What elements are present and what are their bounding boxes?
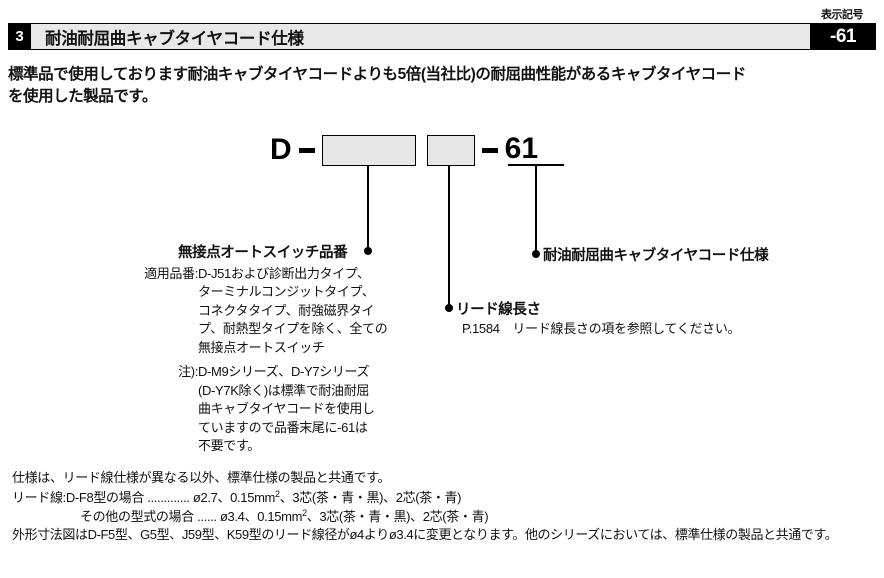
footer-lead-row-2-tail: 、3芯(茶・青・黒)、2芯(茶・青) (306, 509, 489, 524)
callout-switch-part-title: 無接点オートスイッチ品番 (178, 245, 348, 261)
suffix-underline (508, 164, 564, 166)
part-number-diagram: D 61 (270, 129, 538, 171)
footer-last-line: 外形寸法図はD-F5型、G5型、J59型、K59型のリード線径がø4よりø3.4… (12, 527, 838, 542)
spec-body-applicable: D-J51および診断出力タイプ、 ターミナルコンジットタイプ、 コネクタタイプ、… (198, 265, 397, 357)
spec-label-applicable: 適用品番: (144, 266, 198, 281)
footer-unit-sup-1: 2 (275, 488, 280, 499)
footer-lead-row-1-tail: 、3芯(茶・青・黒)、2芯(茶・青) (279, 489, 462, 505)
page-title: 耐油耐屈曲キャブタイヤコード仕様 (45, 29, 304, 48)
spec-line: ていますので品番末尾に-61は (198, 419, 368, 435)
symbol-badge: -61 (810, 23, 876, 50)
spec-line: D-J51および診断出力タイプ、 (198, 266, 370, 281)
spec-row-note: 注): D-M9シリーズ、D-Y7シリーズ (D-Y7K除く)は標準で耐油耐屈 … (112, 363, 397, 455)
spec-list: 適用品番: D-J51および診断出力タイプ、 ターミナルコンジットタイプ、 コネ… (112, 265, 397, 456)
part-number-prefix: D (270, 133, 292, 166)
intro-line-1: 標準品で使用しております耐油キャブタイヤコードよりも5倍(当社比)の耐屈曲性能が… (8, 66, 746, 83)
footer-lead-row-2-left: その他の型式の場合 ...... (80, 509, 217, 524)
part-number-box-switch[interactable] (321, 134, 416, 166)
intro-line-2: を使用した製品です。 (8, 88, 157, 106)
footer-unit-sup-2: 2 (302, 508, 307, 518)
spec-line: 不要です。 (198, 438, 260, 454)
section-title-bar: 耐油耐屈曲キャブタイヤコード仕様 (31, 23, 810, 50)
leader-dot-cord-spec (532, 250, 540, 258)
section-header: 3 耐油耐屈曲キャブタイヤコード仕様 -61 (8, 23, 876, 50)
spec-line: コネクタタイプ、耐強磁界タイ (198, 302, 375, 318)
spec-body-note: D-M9シリーズ、D-Y7シリーズ (D-Y7K除く)は標準で耐油耐屈 曲キャブ… (198, 363, 397, 455)
footer-lead-row-1-left: D-F8型の場合 ............. (65, 489, 190, 505)
symbol-caption: 表示記号 (821, 9, 864, 21)
intro-paragraph: 標準品で使用しております耐油キャブタイヤコードよりも5倍(当社比)の耐屈曲性能が… (8, 64, 876, 109)
spec-line: 無接点オートスイッチ (198, 339, 325, 355)
leader-dot-lead-length (445, 304, 453, 312)
footer-notes: 仕様は、リード線仕様が異なる以外、標準仕様の製品と共通です。 リード線: D-F… (12, 468, 876, 527)
part-number-dash-1 (298, 147, 315, 153)
callout-lead-length-title: リード線長さ (456, 302, 541, 318)
part-number-dash-2 (481, 147, 498, 153)
footer-lead-row-1: リード線: D-F8型の場合 ............. ø2.7、0.15mm… (12, 488, 876, 508)
footer-lead-row-1-value: ø2.7、0.15mm (192, 489, 276, 505)
spec-row-applicable: 適用品番: D-J51および診断出力タイプ、 ターミナルコンジットタイプ、 コネ… (112, 265, 397, 357)
section-number-badge: 3 (8, 23, 31, 50)
leader-dot-switch-part (364, 247, 372, 255)
spec-label-note: 注): (178, 364, 198, 380)
callout-lead-length-sub: P.1584 リード線長さの項を参照してください。 (462, 321, 741, 336)
spec-line: 曲キャブタイヤコードを使用し (198, 401, 375, 417)
spec-line: (D-Y7K除く)は標準で耐油耐屈 (198, 382, 369, 398)
spec-line: ターミナルコンジットタイプ、 (198, 284, 375, 300)
leader-line-switch-part (367, 166, 369, 250)
footer-lead-key: リード線: (12, 489, 66, 505)
leader-line-cord-spec (535, 165, 537, 253)
part-number-suffix: 61 (504, 132, 539, 165)
part-number-box-lead-length[interactable] (426, 134, 475, 166)
footer-lead-row-2-value: ø3.4、0.15mm (219, 509, 303, 524)
footer-line-common: 仕様は、リード線仕様が異なる以外、標準仕様の製品と共通です。 (12, 470, 391, 485)
callout-cord-spec-title: 耐油耐屈曲キャブタイヤコード仕様 (543, 248, 769, 264)
spec-line: プ、耐熱型タイプを除く、全ての (198, 321, 388, 337)
leader-line-lead-length (448, 166, 450, 307)
spec-line: D-M9シリーズ、D-Y7シリーズ (198, 364, 370, 380)
